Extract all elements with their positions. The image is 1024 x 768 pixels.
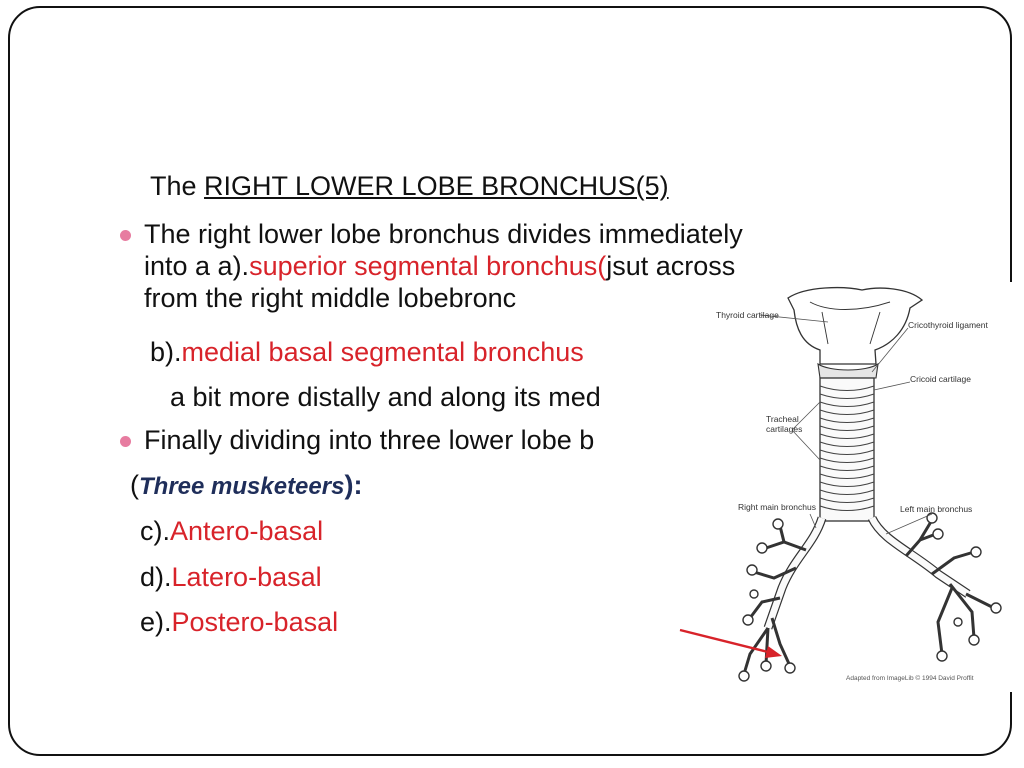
item-b-continuation: a bit more distally and along its med <box>170 382 601 412</box>
antero-basal: Antero-basal <box>170 516 324 546</box>
three-musketeers: Three musketeers <box>139 473 345 500</box>
item-d: d).Latero-basal <box>140 561 322 593</box>
label-thyroid: Thyroid cartilage <box>716 310 779 320</box>
label-cricothyroid: Cricothyroid ligament <box>908 320 988 330</box>
line2-prefix: into a a). <box>144 251 250 281</box>
label-right-main: Right main bronchus <box>738 502 816 512</box>
musketeers-line: (Three musketeers): <box>130 469 362 503</box>
item-e: e).Postero-basal <box>140 606 338 638</box>
figure-credit: Adapted from ImageLib © 1994 David Proff… <box>846 674 974 682</box>
title-prefix: The <box>150 171 205 201</box>
bullet1-line3: from the right middle lobebronc <box>144 283 517 313</box>
postero-basal: Postero-basal <box>171 607 339 637</box>
bullet-dot-1 <box>120 230 131 241</box>
bullet1-line2: into a a).superior segmental bronchus(js… <box>144 250 735 282</box>
pointer-arrow <box>679 628 782 658</box>
item-b-prefix: b). <box>150 337 182 367</box>
airway-anatomy-figure: Thyroid cartilage Cricothyroid ligament … <box>710 282 1012 692</box>
label-cricoid: Cricoid cartilage <box>910 374 971 384</box>
item-b: b).medial basal segmental bronchus <box>150 336 584 368</box>
item-d-prefix: d). <box>140 562 172 592</box>
slide-title: The RIGHT LOWER LOBE BRONCHUS(5) <box>150 170 669 202</box>
line2-suffix: jsut across <box>606 251 736 281</box>
bullet1-line1: The right lower lobe bronchus divides im… <box>144 219 743 249</box>
bullet2-text: Finally dividing into three lower lobe b <box>144 425 595 455</box>
label-tracheal-1: Tracheal <box>766 414 799 424</box>
paren-open: ( <box>130 470 139 500</box>
latero-basal: Latero-basal <box>171 562 322 592</box>
title-underlined: RIGHT LOWER LOBE BRONCHUS(5) <box>204 171 669 201</box>
item-c-prefix: c). <box>140 516 170 546</box>
superior-segmental-bronchus: superior segmental bronchus( <box>249 251 607 281</box>
label-tracheal-2: cartilages <box>766 424 802 434</box>
item-c: c).Antero-basal <box>140 515 323 547</box>
paren-close: ): <box>344 470 363 500</box>
item-e-prefix: e). <box>140 607 172 637</box>
label-left-main: Left main bronchus <box>900 504 972 514</box>
bullet-dot-2 <box>120 436 131 447</box>
airway-diagram: Thyroid cartilage Cricothyroid ligament … <box>716 286 1002 682</box>
medial-basal-segmental-bronchus: medial basal segmental bronchus <box>181 337 584 367</box>
